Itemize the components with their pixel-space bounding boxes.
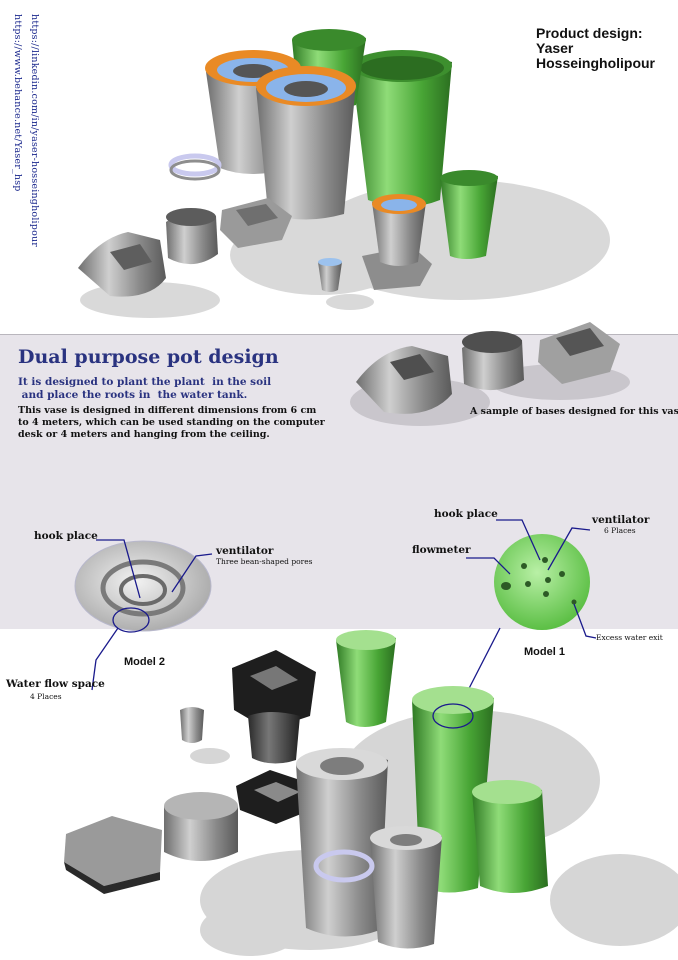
grey-pot-front <box>256 66 356 220</box>
grey-pot-short-bottom <box>370 826 442 949</box>
small-pot-on-base <box>362 194 432 290</box>
top-base-round <box>166 208 218 265</box>
model-2-water-flow-note: 4 Places <box>30 692 62 701</box>
subtitle-line-2: and place the roots in the water tank. <box>18 389 248 401</box>
band-base-square <box>538 322 620 384</box>
green-large-pot <box>352 50 452 207</box>
grey-pot-tall-bottom <box>296 748 388 937</box>
desc-line-1: This vase is designed in different dimen… <box>18 405 317 416</box>
model-1-flowmeter-label: flowmeter <box>412 544 471 556</box>
tiny-pot-bottom <box>180 707 204 743</box>
credit-line-1: Product design: <box>536 25 643 41</box>
top-base-slanted <box>78 232 166 297</box>
designer-credit: Product design: Yaser Hosseingholipour <box>536 26 655 71</box>
behance-link[interactable]: https://www.behance.net/Yaser_hsp <box>12 14 23 192</box>
loose-ring <box>168 153 222 181</box>
callout-lines <box>91 519 597 707</box>
bases-caption: A sample of bases designed for this vase <box>470 406 678 417</box>
round-base-bottom <box>164 792 238 861</box>
model-2-name: Model 2 <box>124 656 165 668</box>
flat-base-bottom <box>64 816 162 894</box>
credit-line-3: Hosseingholipour <box>536 55 655 71</box>
model-2-water-flow-label: Water flow space <box>6 678 105 690</box>
model-1-excess-water-label: Excess water exit <box>596 633 663 642</box>
poster-description: This vase is designed in different dimen… <box>18 405 325 441</box>
model-1-top-disc <box>494 534 590 630</box>
desc-line-3: desk or 4 meters and hanging from the ce… <box>18 429 270 440</box>
model-1-ventilator-label: ventilator <box>592 514 650 526</box>
subtitle-line-1: It is designed to plant the plant in the… <box>18 376 272 388</box>
model-1-hook-place-label: hook place <box>434 508 498 520</box>
black-base-upper <box>232 650 316 764</box>
green-pot-medium <box>472 780 548 893</box>
green-slim-pot <box>440 170 498 259</box>
band-base-round <box>462 331 524 391</box>
model-2-ventilator-label: ventilator <box>216 545 274 557</box>
model-2-ventilator-note: Three bean-shaped pores <box>216 557 313 566</box>
model-1-ventilator-note: 6 Places <box>604 526 636 535</box>
model-1-name: Model 1 <box>524 646 565 658</box>
credit-line-2: Yaser <box>536 40 574 56</box>
ring-bottom <box>313 849 375 883</box>
band-base-slanted <box>356 346 452 414</box>
poster-subtitle: It is designed to plant the plant in the… <box>18 376 271 402</box>
tiny-pot <box>318 258 342 292</box>
model-2-top-disc <box>74 540 212 633</box>
poster-title: Dual purpose pot design <box>18 346 279 368</box>
desc-line-2: to 4 meters, which can be used standing … <box>18 417 325 428</box>
linkedin-link[interactable]: https://linkedin.com/in/yaser-hosseingho… <box>29 14 40 248</box>
model-2-hook-place-label: hook place <box>34 530 98 542</box>
green-pot-small-back <box>336 630 396 727</box>
top-base-square <box>220 198 292 248</box>
